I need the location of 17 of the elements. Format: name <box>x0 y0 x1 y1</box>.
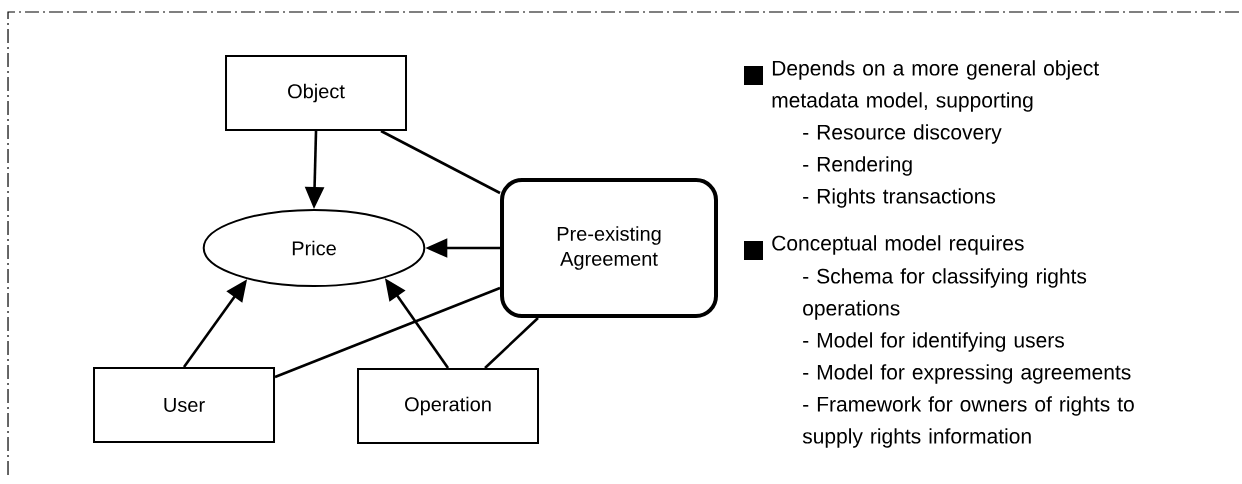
list-item: - Model for identifying users <box>803 332 1064 352</box>
connector-line <box>484 317 539 369</box>
rounded-box: Pre-existing Agreement <box>500 178 718 318</box>
list-item: - Resource discovery <box>803 124 1002 144</box>
connector-line <box>380 129 501 195</box>
list-item: - Framework for owners of rights to supply rights information <box>802 396 1134 448</box>
list-item: - Rights transactions <box>803 188 996 208</box>
process-box: Operation <box>357 368 539 444</box>
list-item: - Model for expressing agreements <box>803 364 1131 384</box>
bullet-text: Conceptual model requires <box>772 235 1024 255</box>
oval: Price <box>202 209 426 287</box>
process-box: Object <box>225 55 407 131</box>
process-box: User <box>93 367 275 443</box>
connector-line <box>274 286 501 379</box>
bullet-text: Depends on a more general object metadata model, supporting <box>772 60 1099 112</box>
list-item: - Schema for classifying rights operations <box>803 268 1087 320</box>
list-item: - Rendering <box>803 156 912 176</box>
